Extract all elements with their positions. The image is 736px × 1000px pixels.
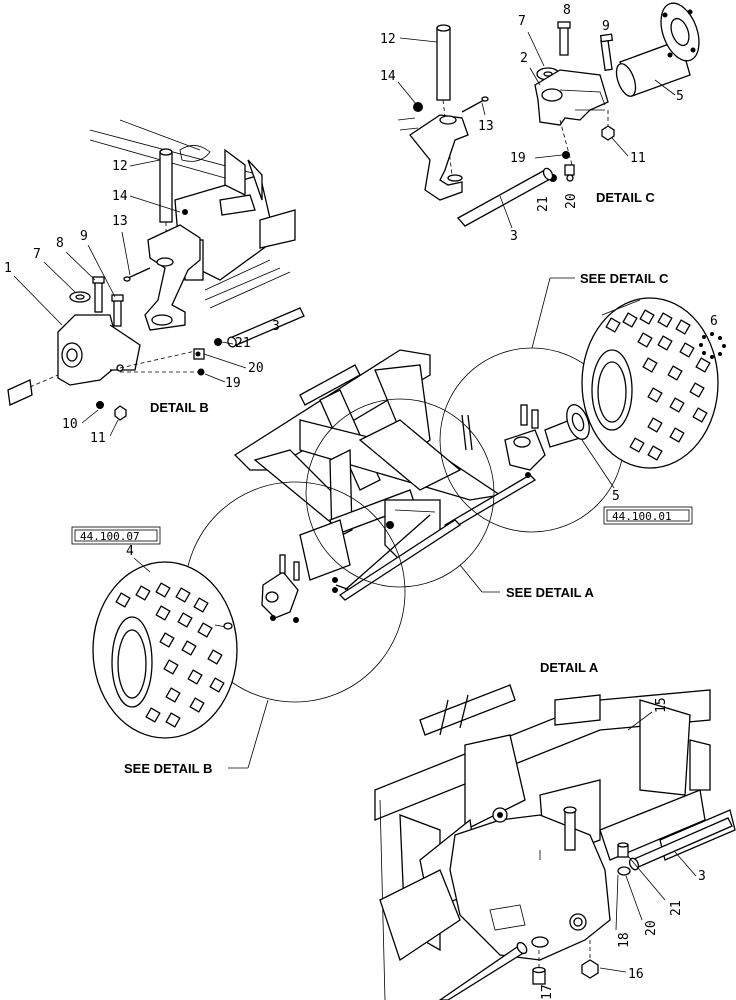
bolt-8-b: [92, 276, 105, 313]
tie-rod-lower-detail-a: [438, 941, 528, 1000]
lug-nut-set-6: [699, 332, 726, 359]
callout-3-b: 3: [272, 319, 280, 334]
detail-a-title: DETAIL A: [540, 660, 599, 675]
callout-1-b: 1: [4, 261, 12, 276]
callout-14-b: 14: [112, 189, 128, 204]
spindle-arm-right: [504, 404, 546, 478]
see-detail-b-label: SEE DETAIL B: [124, 761, 212, 776]
nut-21-b: [214, 338, 222, 346]
detail-c-group: 12 14 13 7 8 9 2 5 19 11 21 20 3 DETAIL …: [380, 2, 700, 244]
callout-6: 6: [710, 314, 718, 329]
callout-3-c: 3: [510, 229, 518, 244]
grease-fitting-20: [564, 164, 575, 176]
callout-21-c: 21: [536, 196, 551, 212]
nut-16-a: [581, 959, 599, 979]
detail-c-title: DETAIL C: [596, 190, 655, 205]
callout-18-a: 18: [617, 932, 632, 948]
callout-17-a: 17: [540, 984, 555, 1000]
tire-tread-left: [115, 582, 225, 728]
callout-20-a: 20: [644, 920, 659, 936]
tire-left: [92, 561, 238, 739]
callout-8-b: 8: [56, 236, 64, 251]
tire-tread-right: [605, 309, 711, 461]
callout-9-c: 9: [602, 19, 610, 34]
callout-19-b: 19: [225, 376, 241, 391]
callout-16-a: 16: [628, 967, 644, 982]
bolt-9-b: [111, 294, 124, 327]
tie-rod-3-detail-b: [227, 307, 305, 348]
callout-19-c: 19: [510, 151, 526, 166]
spindle-arm-1: [57, 314, 141, 386]
callout-21-a: 21: [669, 900, 684, 916]
washer-19-b: [197, 368, 205, 376]
spindle-bracket-lower: [397, 96, 489, 201]
callout-5-main: 5: [612, 489, 620, 504]
callout-20-b: 20: [248, 361, 264, 376]
reference-box-left: 44.100.07: [71, 526, 161, 545]
callout-14-c: 14: [380, 69, 396, 84]
nut-10-b: [96, 401, 104, 409]
tie-rod-3-detail-a: [628, 817, 733, 871]
tire-right: [581, 297, 719, 469]
main-frame: [233, 349, 537, 601]
detail-b-group: 12 14 13 9 8 7 1 3 21 20 19 10 11 DETAIL…: [4, 119, 305, 446]
reference-box-right: 44.100.01: [603, 506, 693, 525]
callout-2-c: 2: [520, 51, 528, 66]
frame-section-detail-b: [89, 119, 296, 309]
callout-11-c: 11: [630, 151, 646, 166]
bolt-9: [599, 33, 614, 72]
reference-left-text: 44.100.07: [80, 530, 140, 543]
main-assembly: 44.100.07 44.100.01 SEE DETAIL C SEE DET…: [71, 271, 726, 776]
spindle-arm-left: [261, 554, 300, 623]
detail-a-group: DETAIL A: [374, 660, 736, 1000]
center-plate-15: [449, 806, 611, 961]
callout-8-c: 8: [563, 3, 571, 18]
callout-12-b: 12: [112, 159, 128, 174]
callout-10-b: 10: [62, 417, 78, 432]
reference-right-text: 44.100.01: [612, 510, 672, 523]
callout-5-c: 5: [676, 89, 684, 104]
see-detail-c-label: SEE DETAIL C: [580, 271, 669, 286]
callout-9-b: 9: [80, 229, 88, 244]
callout-4: 4: [126, 544, 134, 559]
callout-7-c: 7: [518, 14, 526, 29]
callout-21-b: 21: [235, 336, 251, 351]
callout-13-c: 13: [478, 119, 494, 134]
washer-20-a: [617, 866, 631, 876]
callout-20-c: 20: [564, 193, 579, 209]
wheel-hub-5: [615, 2, 700, 97]
see-detail-a-label: SEE DETAIL A: [506, 585, 594, 600]
callout-11-b: 11: [90, 431, 106, 446]
detail-a-circle: [305, 398, 495, 588]
nut-11-b: [114, 405, 127, 421]
bolt-8: [557, 21, 571, 56]
callout-7-b: 7: [33, 247, 41, 262]
bolt-13-b: [123, 267, 151, 282]
detail-b-title: DETAIL B: [150, 400, 209, 415]
spindle-bracket-lower-b: [144, 209, 201, 331]
spindle-arm-2: [534, 69, 609, 126]
callout-12-c: 12: [380, 32, 396, 47]
callout-3-a: 3: [698, 869, 706, 884]
callout-15-a: 15: [654, 697, 669, 713]
callout-13-b: 13: [112, 214, 128, 229]
tie-rod-3-detail-c: [456, 167, 554, 227]
